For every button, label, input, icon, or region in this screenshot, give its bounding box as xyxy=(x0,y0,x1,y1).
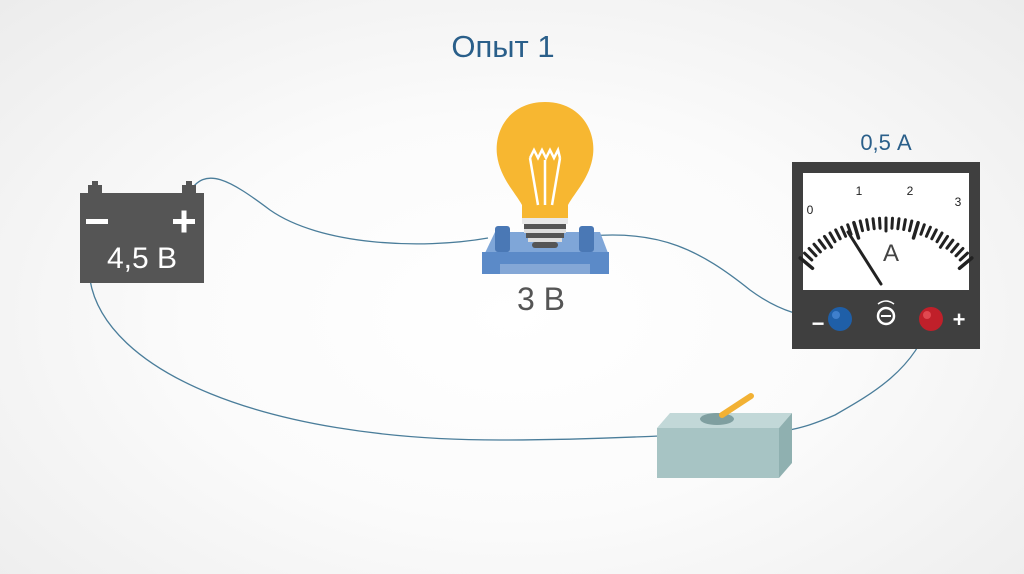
zero-adjust-icon[interactable] xyxy=(876,300,896,326)
bulb-screw-top xyxy=(522,218,568,224)
scale-tick xyxy=(890,216,894,230)
scale-tick xyxy=(834,228,842,241)
ammeter-scale xyxy=(798,216,974,271)
battery-minus-mark xyxy=(86,219,108,224)
scale-label-2: 2 xyxy=(907,184,914,198)
scale-tick xyxy=(954,247,965,258)
bulb-screw-thread-3 xyxy=(526,233,564,238)
light-bulb-icon: 3 В xyxy=(482,102,609,317)
scale-tick xyxy=(958,251,969,262)
scale-tick xyxy=(812,242,822,254)
lamp-base-front xyxy=(482,252,609,274)
battery-terminal-left-cap xyxy=(92,181,98,186)
zero-adjust-knob xyxy=(876,306,896,326)
wire-battery-to-lamp xyxy=(188,177,489,245)
ammeter-terminal-plus[interactable] xyxy=(919,307,943,331)
scale-tick xyxy=(950,242,960,254)
scale-label-1: 1 xyxy=(856,184,863,198)
ammeter-needle xyxy=(846,230,883,286)
scale-tick xyxy=(911,220,920,240)
switch-lever[interactable] xyxy=(719,393,754,418)
ammeter-minus-sign: − xyxy=(812,311,825,336)
scale-tick xyxy=(924,225,932,238)
switch-box-side xyxy=(779,413,792,478)
ammeter-terminal-minus[interactable] xyxy=(828,307,852,331)
bulb-filament xyxy=(528,146,562,161)
page-title: Опыт 1 xyxy=(451,29,554,64)
battery-terminal-right-cap xyxy=(186,181,192,186)
scale-tick xyxy=(908,219,914,233)
bulb-screw-tip xyxy=(532,242,558,248)
ammeter-plus-sign: + xyxy=(953,307,966,332)
scale-tick xyxy=(945,238,955,250)
scale-tick xyxy=(878,216,882,230)
bulb-screw-thread-1 xyxy=(524,224,566,229)
battery-label: 4,5 В xyxy=(107,242,177,275)
battery-body xyxy=(80,193,204,283)
switch-icon[interactable] xyxy=(657,393,792,478)
scale-tick xyxy=(846,223,853,236)
scale-label-3: 3 xyxy=(955,195,962,209)
scale-tick xyxy=(938,234,949,249)
scale-label-0: 0 xyxy=(807,203,814,217)
scale-tick xyxy=(896,217,901,231)
lamp-base-notch xyxy=(500,264,590,274)
lamp-post-left xyxy=(495,226,510,252)
battery-icon: 4,5 В xyxy=(80,181,204,283)
bulb-screw-thread-2 xyxy=(524,229,566,233)
scale-tick xyxy=(828,231,837,244)
wire-battery-to-switch xyxy=(89,279,661,441)
ammeter-terminal-minus-shine xyxy=(832,311,840,319)
zero-adjust-arrow xyxy=(877,300,895,305)
lamp-label: 3 В xyxy=(517,281,565,317)
scale-tick xyxy=(823,234,834,249)
scale-tick xyxy=(902,218,907,231)
ammeter-reading: 0,5 А xyxy=(860,130,912,155)
scale-tick xyxy=(858,219,864,233)
scale-tick xyxy=(871,217,876,231)
bulb-filament-supports xyxy=(528,157,562,206)
bulb-screw-thread-4 xyxy=(528,238,562,242)
scale-tick xyxy=(840,225,848,238)
scale-tick xyxy=(803,251,814,262)
switch-pivot xyxy=(700,413,734,425)
battery-plus-mark-v xyxy=(181,210,187,233)
scale-tick xyxy=(798,256,815,271)
scale-tick xyxy=(817,238,827,250)
wire-ammeter-to-switch xyxy=(789,319,931,431)
battery-terminal-left xyxy=(88,185,102,194)
ammeter-icon: 0,5 А 0 1 2 3 А − + xyxy=(792,130,980,349)
scale-tick xyxy=(930,228,938,241)
scale-tick xyxy=(865,218,870,231)
ammeter-unit: А xyxy=(883,240,899,267)
ammeter-terminal-plus-shine xyxy=(923,311,931,319)
scale-tick xyxy=(919,223,926,236)
scale-tick xyxy=(807,247,818,258)
scale-tick xyxy=(852,220,861,240)
lamp-post-right xyxy=(579,226,594,252)
scale-tick xyxy=(935,231,944,244)
switch-box-front xyxy=(657,428,779,478)
scale-tick xyxy=(957,256,974,271)
battery-terminal-right xyxy=(182,185,196,194)
